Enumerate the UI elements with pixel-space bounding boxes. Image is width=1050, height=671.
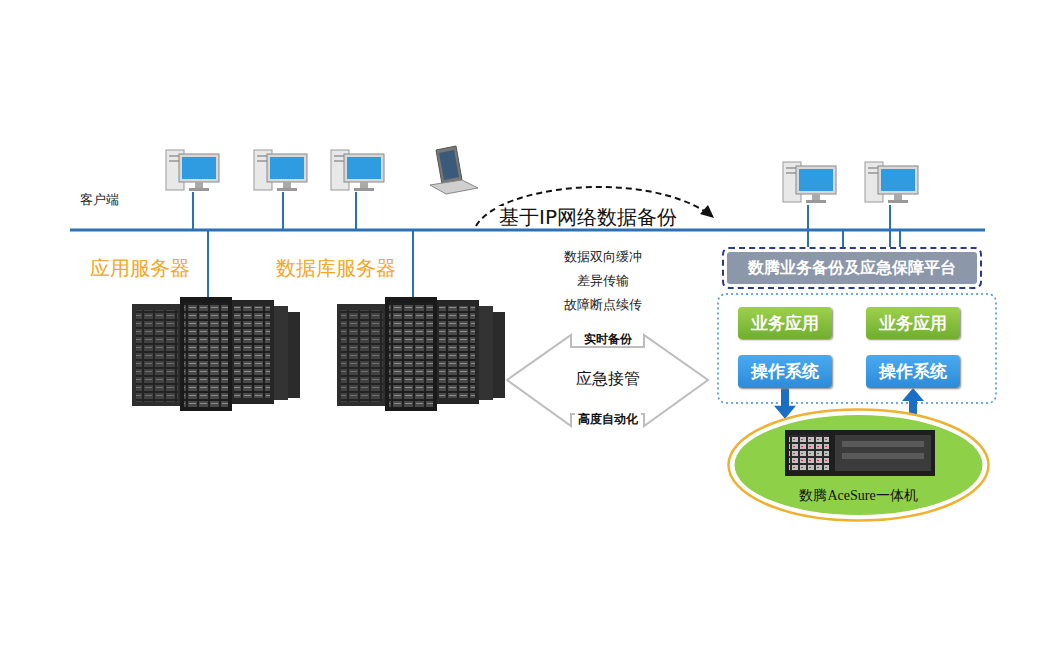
box-label: 操作系统 bbox=[879, 362, 947, 381]
app-box: 业务应用 bbox=[866, 307, 960, 339]
feature-note: 数据双向缓冲 bbox=[564, 250, 642, 264]
feature-note: 差异传输 bbox=[577, 274, 629, 288]
flow-arrow bbox=[902, 388, 924, 414]
platform-box: 数腾业务备份及应急保障平台 bbox=[722, 247, 982, 289]
appliance-ellipse: 数腾AceSure一体机 bbox=[727, 408, 990, 522]
edge-tag: 高度自动化 bbox=[575, 413, 641, 426]
os-box: 操作系统 bbox=[866, 355, 960, 388]
client-label: 客户端 bbox=[80, 193, 119, 207]
server-label: 数据库服务器 bbox=[276, 257, 396, 279]
platform-title: 数腾业务备份及应急保障平台 bbox=[748, 259, 956, 277]
box-label: 业务应用 bbox=[751, 314, 819, 333]
flow-arrow bbox=[774, 388, 796, 419]
box-label: 操作系统 bbox=[751, 362, 819, 381]
takeover-arrow: 实时备份应急接管高度自动化 bbox=[505, 333, 710, 428]
platform-fill: 数腾业务备份及应急保障平台 bbox=[727, 252, 977, 284]
link-label: 基于IP网络数据备份 bbox=[497, 206, 679, 228]
os-box: 操作系统 bbox=[738, 355, 832, 388]
center-text: 应急接管 bbox=[573, 370, 643, 388]
feature-note: 故障断点续传 bbox=[564, 298, 642, 312]
box-label: 业务应用 bbox=[879, 314, 947, 333]
edge-tag: 实时备份 bbox=[581, 333, 635, 346]
server-label: 应用服务器 bbox=[90, 257, 190, 279]
appliance-name: 数腾AceSure一体机 bbox=[799, 488, 917, 505]
ellipse-outline bbox=[727, 408, 990, 522]
app-box: 业务应用 bbox=[738, 307, 832, 339]
